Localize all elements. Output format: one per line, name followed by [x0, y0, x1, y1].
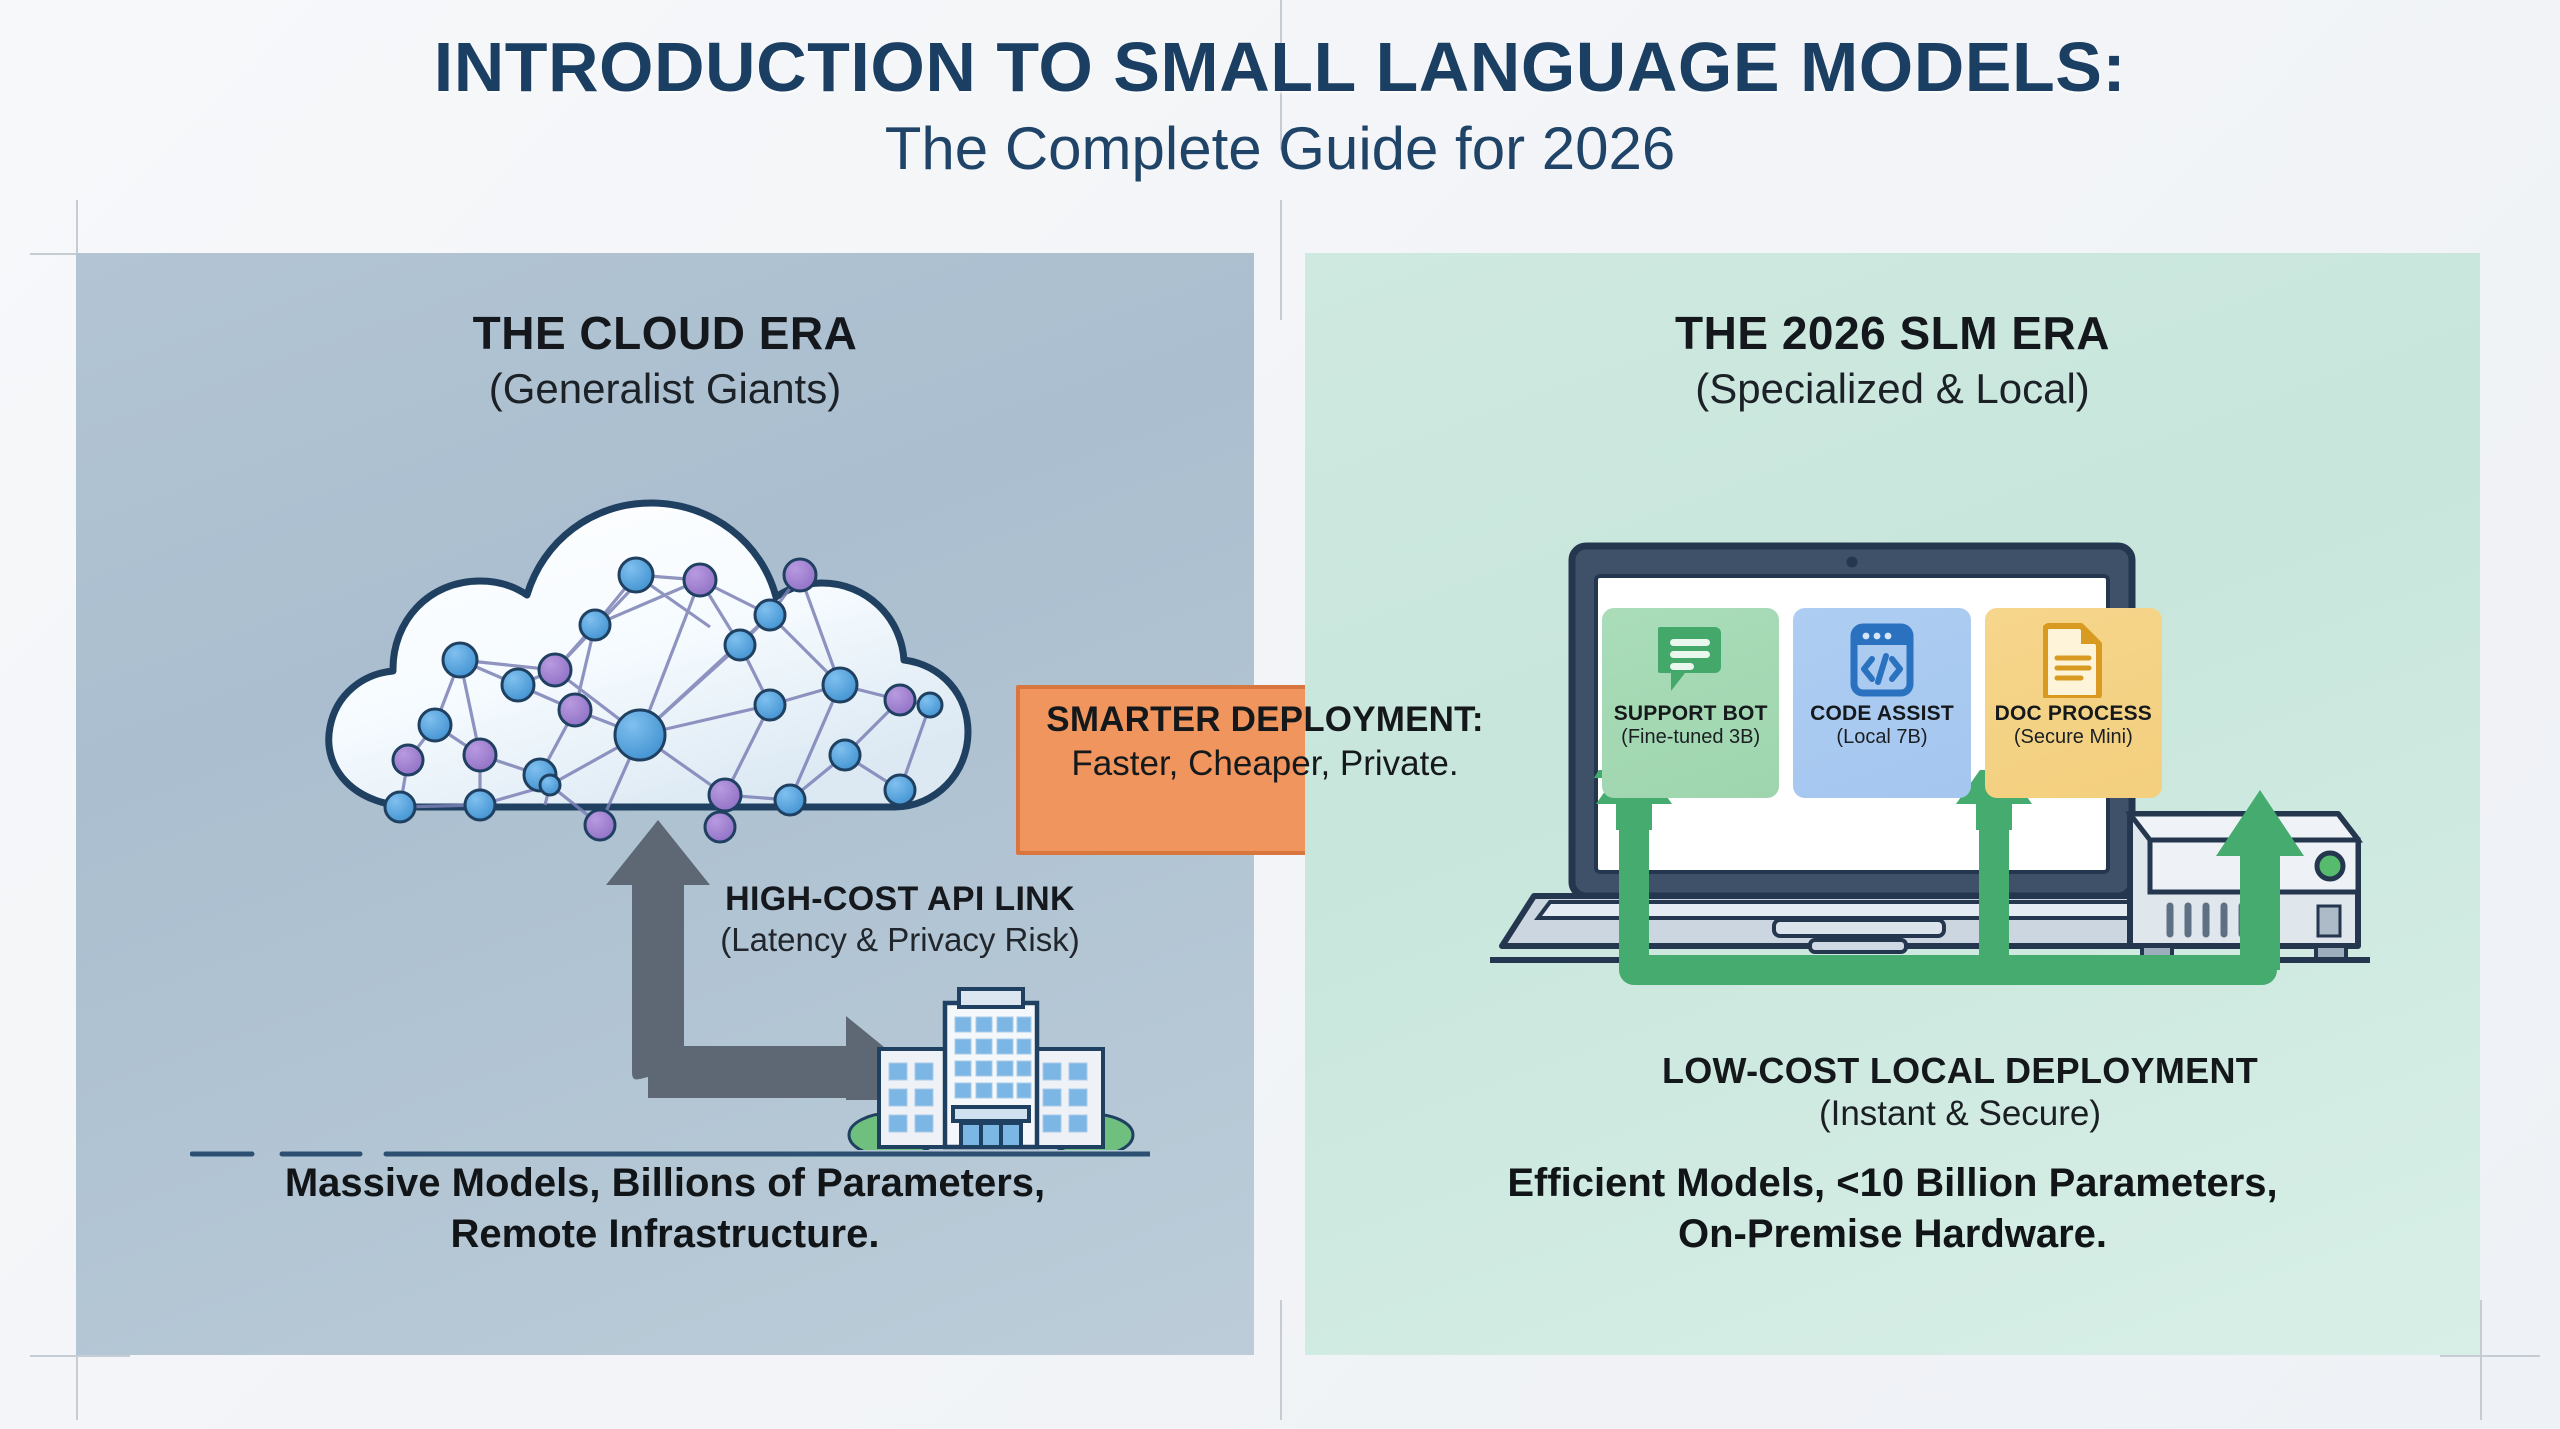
- card-title: CODE ASSIST: [1810, 702, 1954, 725]
- up-arrows-icon: [1560, 710, 2370, 1070]
- crop-mark-left-vertical-bottom: [76, 1300, 78, 1420]
- left-panel-footer: Massive Models, Billions of Parameters, …: [76, 1158, 1254, 1260]
- crop-mark-right-vertical-bottom: [2480, 1300, 2482, 1420]
- right-panel-subtitle: (Specialized & Local): [1695, 364, 2090, 412]
- chat-bubble-icon: [1657, 620, 1724, 700]
- left-panel-subtitle: (Generalist Giants): [488, 364, 842, 412]
- page-title: INTRODUCTION TO SMALL LANGUAGE MODELS: T…: [0, 30, 2560, 188]
- cloud-network-icon: [300, 455, 980, 855]
- app-card-doc-process[interactable]: DOC PROCESS (Secure Mini): [1984, 608, 2162, 798]
- right-panel-footer: Efficient Models, <10 Billion Parameters…: [1305, 1158, 2480, 1260]
- ground-line-left: [189, 1145, 1153, 1157]
- card-meta: (Fine-tuned 3B): [1621, 726, 1761, 749]
- card-title: SUPPORT BOT: [1613, 702, 1768, 725]
- card-meta: (Local 7B): [1836, 726, 1928, 749]
- app-card-code-assist[interactable]: CODE ASSIST (Local 7B): [1793, 608, 1971, 798]
- double-arrow-icon: [600, 810, 1010, 1126]
- center-arrow-label: SMARTER DEPLOYMENT: Faster, Cheaper, Pri…: [1040, 700, 1490, 784]
- document-icon: [2043, 620, 2103, 700]
- left-panel-heading: THE CLOUD ERA (Generalist Giants): [76, 307, 1254, 414]
- deployment-subtitle: (Instant & Secure): [1818, 1094, 2102, 1133]
- center-arrow-line-2: Faster, Cheaper, Private.: [1071, 744, 1459, 783]
- left-footer-line-2: Remote Infrastructure.: [450, 1212, 880, 1257]
- right-panel-title: THE 2026 SLM ERA: [1675, 307, 2110, 359]
- api-link-label: HIGH-COST API LINK (Latency & Privacy Ri…: [690, 880, 1110, 959]
- crop-mark-center-vertical-bottom: [1280, 1300, 1282, 1420]
- crop-mark-center-vertical-top: [1280, 0, 1282, 150]
- left-footer-line-1: Massive Models, Billions of Parameters,: [284, 1161, 1046, 1205]
- crop-mark-left-horizontal-bottom: [30, 1355, 130, 1357]
- app-card-support-bot[interactable]: SUPPORT BOT (Fine-tuned 3B): [1602, 608, 1780, 798]
- right-panel-heading: THE 2026 SLM ERA (Specialized & Local): [1305, 307, 2480, 414]
- card-meta: (Secure Mini): [2013, 726, 2133, 749]
- crop-mark-right-horizontal-bottom: [2440, 1355, 2540, 1357]
- api-link-subtitle: (Latency & Privacy Risk): [720, 921, 1080, 958]
- code-window-icon: [1850, 620, 1914, 700]
- right-footer-line-2: On-Premise Hardware.: [1677, 1212, 2108, 1257]
- right-footer-line-1: Efficient Models, <10 Billion Parameters…: [1507, 1161, 2278, 1205]
- left-panel-title: THE CLOUD ERA: [472, 307, 858, 359]
- deployment-label: LOW-COST LOCAL DEPLOYMENT (Instant & Sec…: [1560, 1050, 2360, 1134]
- app-cards-row: SUPPORT BOT (Fine-tuned 3B) CODE ASSIST …: [1602, 608, 2162, 798]
- deployment-title: LOW-COST LOCAL DEPLOYMENT: [1661, 1050, 2259, 1091]
- center-arrow-line-1: SMARTER DEPLOYMENT:: [1046, 700, 1484, 739]
- crop-mark-center-vertical-mid: [1280, 200, 1282, 320]
- card-title: DOC PROCESS: [1994, 702, 2153, 725]
- office-building-icon: [845, 985, 1135, 1159]
- api-link-title: HIGH-COST API LINK: [725, 880, 1075, 918]
- title-line-2: The Complete Guide for 2026: [884, 115, 1676, 183]
- right-panel-slm-era: THE 2026 SLM ERA (Specialized & Local) E…: [1305, 253, 2480, 1355]
- title-line-1: INTRODUCTION TO SMALL LANGUAGE MODELS:: [433, 28, 2127, 106]
